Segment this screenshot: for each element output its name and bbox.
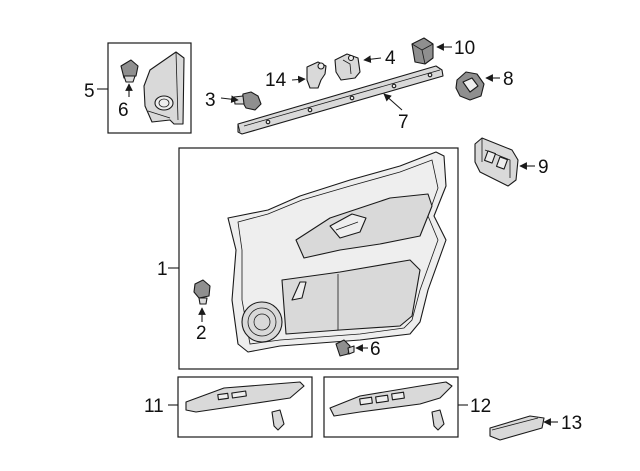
switch-base-11: [185, 381, 305, 413]
callout-12: 12: [470, 396, 491, 417]
callout-11: 11: [144, 396, 164, 417]
tweeter-cover-frame: [107, 42, 192, 134]
bolt-3: [220, 91, 262, 111]
clip-2: [193, 279, 211, 322]
callout-8: 8: [503, 69, 514, 90]
power-window-switch-9: [474, 137, 535, 187]
callout-6-upper: 6: [118, 100, 129, 121]
callout-6-lower: 6: [370, 339, 381, 360]
belt-weatherstrip-7: [237, 65, 444, 135]
callout-4: 4: [385, 48, 396, 69]
tweeter-grille: [154, 95, 174, 111]
callout-10: 10: [454, 38, 475, 59]
bracket-14: [291, 61, 327, 89]
clip-6-lower: [335, 339, 368, 357]
switch-base-11-frame: [177, 376, 313, 438]
callout-5: 5: [84, 81, 95, 102]
tweeter-cover-group: [97, 42, 192, 134]
switch-base-11-group: [168, 376, 313, 438]
callout-14: 14: [265, 70, 287, 91]
switch-base-12: [329, 381, 453, 417]
callout-9: 9: [538, 157, 549, 178]
callout-3: 3: [205, 90, 216, 111]
callout-13: 13: [561, 413, 582, 434]
knob-8: [455, 71, 500, 101]
callout-2: 2: [196, 323, 207, 344]
door-trim-frame: [178, 147, 459, 370]
bracket-4: [334, 53, 382, 81]
callout-1: 1: [157, 259, 168, 280]
callout-7: 7: [398, 112, 409, 133]
clip-10: [411, 37, 452, 65]
switch-base-12-group: [323, 376, 468, 438]
cover-13: [489, 415, 558, 441]
tweeter-cover: [143, 51, 185, 125]
switch-base-12-frame: [323, 376, 459, 438]
clip-6-upper: [120, 59, 139, 83]
door-trim-panel-group: [168, 147, 459, 370]
